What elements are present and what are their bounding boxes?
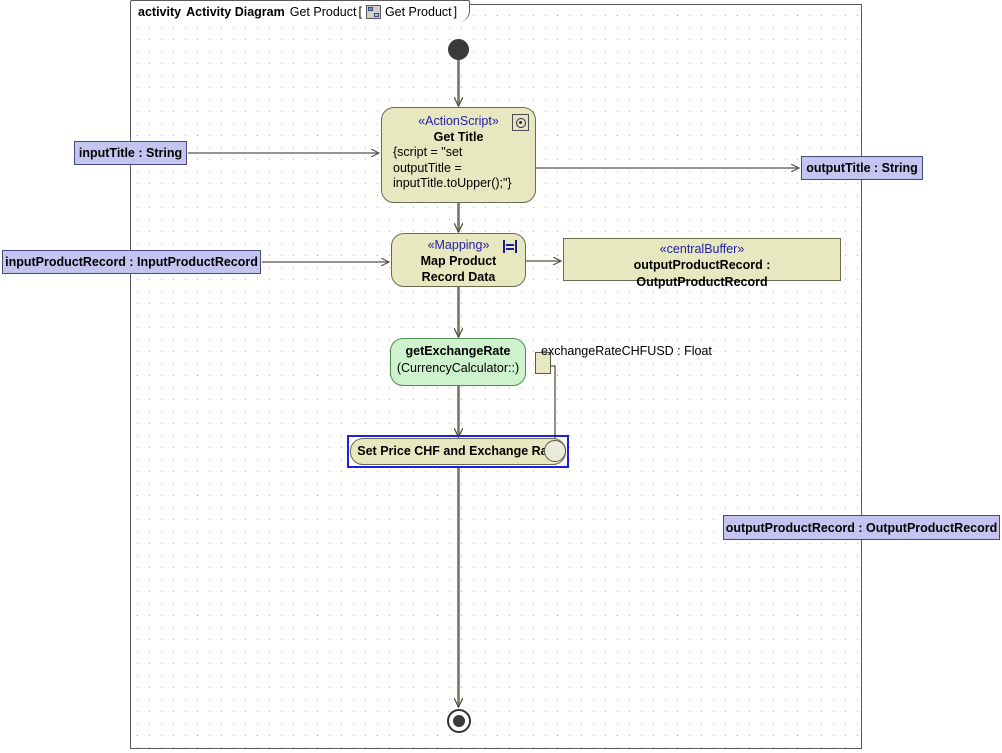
frame-bracket-close: ] (453, 4, 458, 19)
frame-scoped-name: Get Product (384, 4, 452, 19)
get-exchange-rate-behavior: (CurrencyCalculator::) (396, 361, 520, 375)
frame-type-label: Activity Diagram (186, 4, 285, 19)
mapping-name-line-1: Map Product (420, 254, 497, 268)
action-node-get-title[interactable]: «ActionScript» Get Title {script = "set … (381, 107, 536, 203)
output-pin-exchange-rate-label: exchangeRateCHFUSD : Float (541, 344, 712, 358)
frame-bracket-open: [ (358, 4, 362, 19)
call-behavior-node-get-exchange-rate[interactable]: getExchangeRate (CurrencyCalculator::) (390, 338, 526, 386)
output-pin-exchange-rate[interactable] (535, 352, 551, 374)
get-title-script-line-3: inputTitle.toUpper();"} (393, 176, 512, 190)
mapping-equals-icon (503, 240, 517, 253)
activity-diagram-icon (365, 4, 381, 19)
get-exchange-rate-name: getExchangeRate (405, 344, 511, 358)
activity-final-node[interactable] (447, 709, 471, 733)
activity-parameter-output-title[interactable]: outputTitle : String (801, 156, 923, 180)
set-price-name: Set Price CHF and Exchange Rate (357, 444, 559, 458)
central-buffer-value: outputProductRecord : OutputProductRecor… (633, 258, 771, 289)
get-title-script-line-1: {script = "set (393, 145, 463, 159)
activity-frame-title-tab[interactable]: activity Activity Diagram Get Product [ … (130, 0, 471, 22)
activity-parameter-output-product-record[interactable]: outputProductRecord : OutputProductRecor… (723, 515, 1000, 540)
mapping-name-line-2: Record Data (421, 270, 496, 284)
gear-icon (512, 114, 529, 131)
initial-node[interactable] (448, 39, 469, 60)
frame-keyword: activity (138, 4, 182, 19)
action-node-set-price-chf-and-exchange-rate[interactable]: Set Price CHF and Exchange Rate (350, 438, 566, 465)
activity-parameter-input-title[interactable]: inputTitle : String (74, 141, 187, 165)
central-buffer-node[interactable]: «centralBuffer» outputProductRecord : Ou… (563, 238, 841, 289)
mapping-stereotype: «Mapping» (427, 238, 490, 252)
central-buffer-stereotype: «centralBuffer» (659, 242, 745, 256)
frame-name: Get Product (289, 4, 357, 19)
get-title-name: Get Title (433, 130, 484, 144)
input-pin-set-price[interactable] (544, 440, 566, 462)
selection-highlight (347, 435, 569, 468)
action-node-map-product-record-data[interactable]: «Mapping» Map Product Record Data (391, 233, 526, 287)
get-title-script-line-2: outputTitle = (393, 160, 462, 175)
get-title-stereotype: «ActionScript» (418, 114, 499, 128)
activity-parameter-input-product-record[interactable]: inputProductRecord : InputProductRecord (2, 250, 261, 274)
